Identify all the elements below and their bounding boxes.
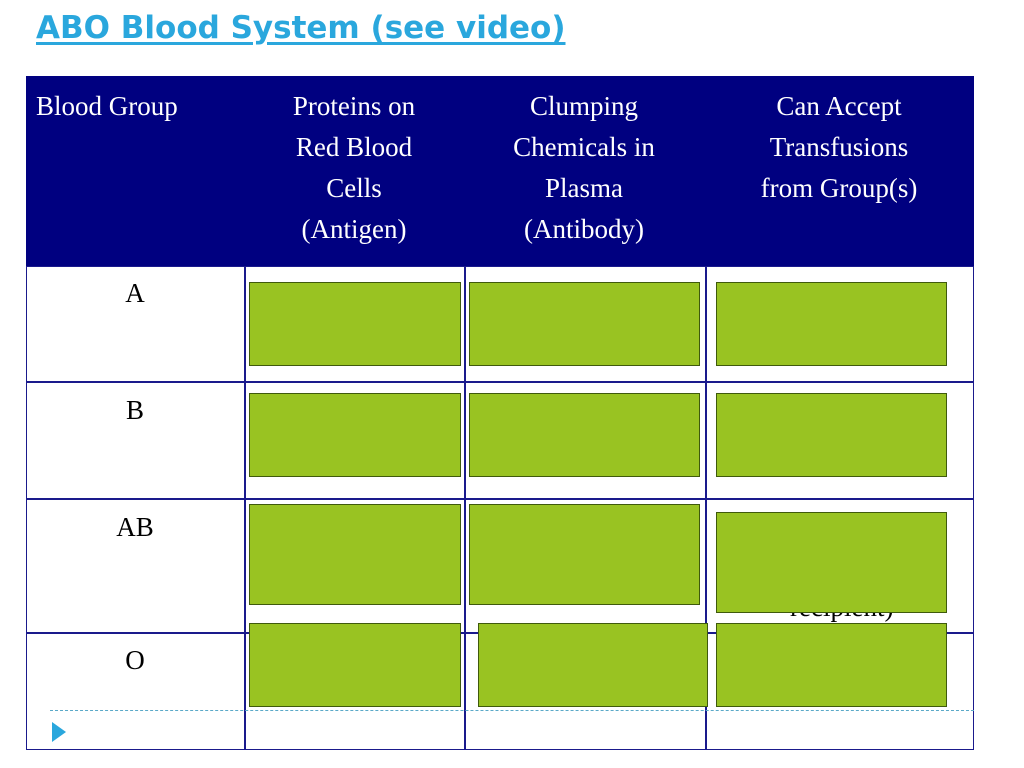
answer-cover-o-antibody[interactable] <box>478 623 708 707</box>
answer-cover-b-antigen[interactable] <box>249 393 461 477</box>
column-divider <box>464 266 466 750</box>
answer-cover-a-accepts[interactable] <box>716 282 947 366</box>
header-blood-group: Blood Group <box>36 91 178 121</box>
row-label-o: O <box>125 645 145 675</box>
answer-cover-a-antibody[interactable] <box>469 282 700 366</box>
answer-cover-o-accepts[interactable] <box>716 623 947 707</box>
row-label-b: B <box>125 395 144 425</box>
answer-cover-ab-accepts[interactable] <box>716 512 947 613</box>
answer-cover-a-antigen[interactable] <box>249 282 461 366</box>
answer-cover-b-antibody[interactable] <box>469 393 700 477</box>
row-label-a: A <box>125 278 145 308</box>
answer-cover-b-accepts[interactable] <box>716 393 947 477</box>
answer-cover-ab-antigen[interactable] <box>249 504 461 605</box>
row-divider <box>26 381 974 383</box>
column-divider <box>705 266 707 750</box>
header-antigen: Proteins on Red Blood Cells (Antigen) <box>292 91 416 244</box>
slide-title-link[interactable]: ABO Blood System (see video) <box>36 10 566 46</box>
header-antibody: Clumping Chemicals in Plasma (Antibody) <box>513 91 655 244</box>
row-divider <box>26 498 974 500</box>
column-divider <box>244 266 246 750</box>
header-can-accept: Can Accept Transfusions from Group(s) <box>760 91 918 203</box>
row-label-ab: AB <box>116 512 154 542</box>
footer-divider <box>50 710 974 711</box>
table-header <box>26 76 974 266</box>
play-icon[interactable] <box>52 722 66 742</box>
answer-cover-ab-antibody[interactable] <box>469 504 700 605</box>
answer-cover-o-antigen[interactable] <box>249 623 461 707</box>
